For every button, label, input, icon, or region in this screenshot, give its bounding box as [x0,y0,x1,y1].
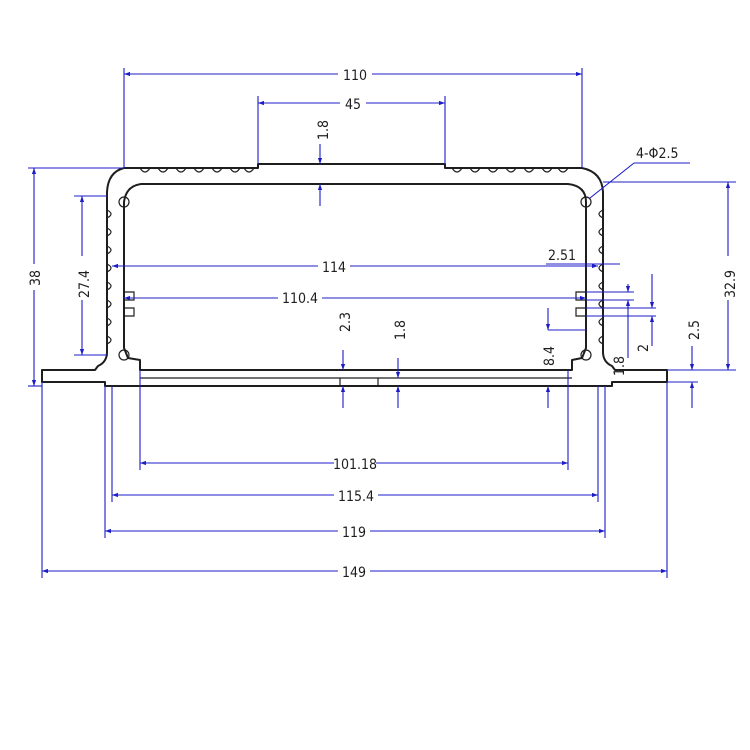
label-45: 45 [345,97,361,113]
dimension-101-18: 101.18 [139,370,569,473]
dimension-2-51: 2.51 [546,246,620,265]
dimension-114: 114 [112,258,598,276]
label-2-5: 2.5 [687,320,703,340]
label-119: 119 [342,525,366,541]
dimension-119: 119 [104,386,606,541]
side-fins [106,209,604,345]
screw-bosses [118,196,592,361]
label-4-phi-2-5: 4-Φ2.5 [636,146,679,162]
profile-outline [41,163,668,387]
dimension-1-8-top: 1.8 [316,120,332,206]
label-38: 38 [28,270,44,286]
dimension-27-4: 27.4 [74,195,108,356]
dimension-38: 38 [24,167,124,387]
label-8-4: 8.4 [542,346,558,366]
label-114: 114 [322,260,346,276]
dimension-2-5: 2.5 [667,320,703,408]
label-115-4: 115.4 [338,489,374,505]
dimension-2-3: 2.3 [338,312,354,408]
dimension-110-4: 110.4 [124,288,586,307]
dimension-110: 110 [123,65,583,168]
card-slots [124,291,586,317]
dimension-2: 2 [586,274,656,352]
label-2-3: 2.3 [338,312,354,332]
label-27-4: 27.4 [77,270,93,298]
label-1-8-mid: 1.8 [393,320,409,340]
dimension-115-4: 115.4 [111,386,599,505]
label-2-51: 2.51 [548,248,576,264]
dimension-4-phi-2-5: 4-Φ2.5 [589,146,690,199]
dimension-149: 149 [41,382,668,581]
label-1-8-top: 1.8 [316,120,332,140]
dimension-8-4: 8.4 [540,308,586,408]
label-149: 149 [342,565,366,581]
top-fins [139,167,569,173]
label-101-18: 101.18 [333,457,377,473]
dimension-45: 45 [257,94,446,164]
dimension-1-8-right: 1.8 [586,284,634,376]
label-32-9: 32.9 [723,270,739,298]
dimension-32-9: 32.9 [603,181,739,371]
label-1-8-right: 1.8 [612,356,628,376]
label-110-4: 110.4 [282,291,318,307]
label-2: 2 [636,344,652,352]
label-110: 110 [343,68,367,84]
dimension-1-8-mid: 1.8 [393,320,409,408]
